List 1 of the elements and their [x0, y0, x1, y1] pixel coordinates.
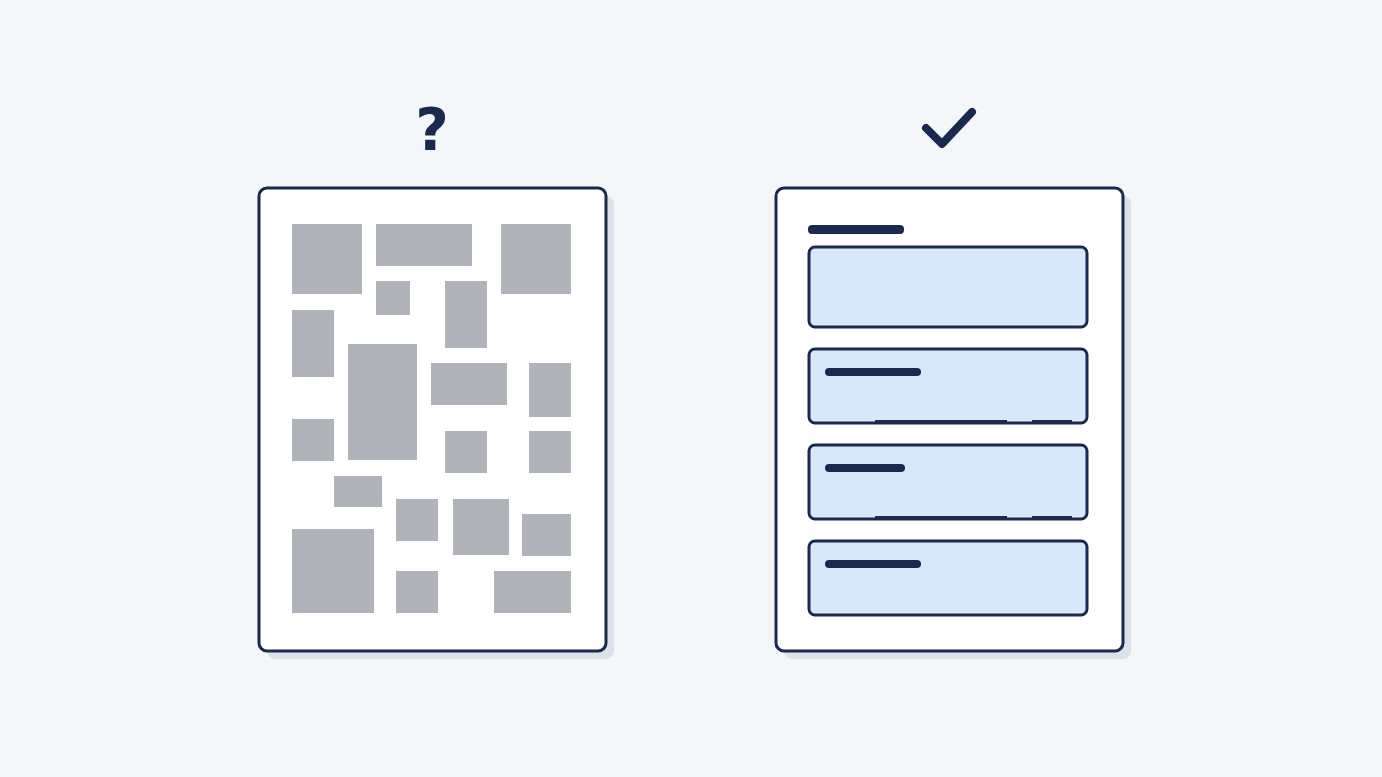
- question-mark: ?: [414, 95, 450, 165]
